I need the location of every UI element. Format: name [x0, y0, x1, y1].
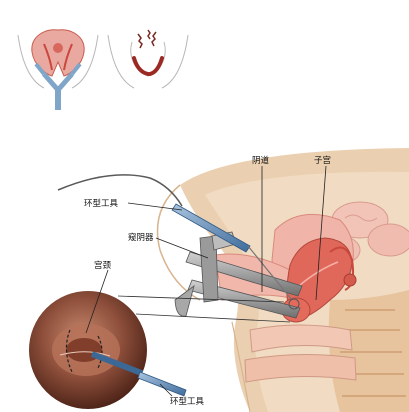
label-cervix: 宫颈: [94, 260, 112, 271]
leader-lines: [85, 165, 327, 397]
label-vagina: 阴道: [252, 155, 270, 166]
uterus-pair-icon: [17, 29, 189, 110]
loop-tool-upper-instrument: [57, 174, 300, 310]
label-loop-tool-lower: 环型工具: [170, 397, 205, 407]
label-speculum: 窥阴器: [128, 232, 154, 243]
speculum-instrument: [174, 231, 303, 319]
cervix-closeup-inset: [27, 289, 187, 411]
label-loop-tool-upper: 环型工具: [84, 199, 119, 209]
label-uterus: 子宫: [314, 155, 331, 166]
inset-connector-lines: [117, 295, 291, 323]
